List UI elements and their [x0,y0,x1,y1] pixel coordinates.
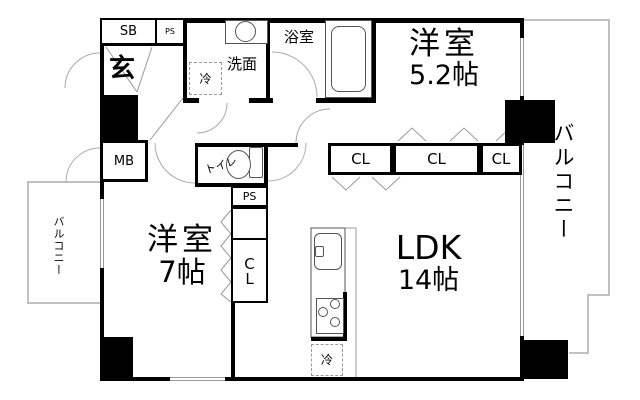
room-western-52: 洋室 5.2帖 [370,26,518,92]
fridge-washroom-label: 冷 [199,71,212,86]
room-ldk-name: LDK [395,228,462,267]
folding-door-marks-down [331,176,401,191]
stove-burner-icon [330,299,340,309]
wall-left-upper [100,18,104,148]
door-arc-toilet [154,142,196,184]
room-ldk: LDK 14帖 [356,230,501,295]
pipe-space-top-label: PS [165,26,175,36]
closet-1: CL [328,143,393,175]
wall-left-mid [100,182,104,199]
bathtub-icon [331,26,366,92]
wall-washroom-left [183,18,187,103]
washroom-label: 洗面 [226,55,257,73]
toilet-tank-icon [249,147,263,178]
wall-top [100,18,524,23]
wall-room7-right [231,303,235,379]
closet-3: CL [480,143,522,175]
closet-3-label: CL [491,149,511,168]
wall-bottom-left [100,377,170,381]
door-arc-ldk [267,142,307,182]
room-western-7-name: 洋室 [147,222,217,258]
wall-left-lower [100,268,104,381]
balcony-right-label: バルコニー [551,122,575,242]
room-ldk-size: 14帖 [397,264,460,296]
balcony-left-label: バルコニー [52,216,65,276]
wall-bathroom-bottom [316,98,376,103]
closet-vertical: CL [231,207,268,303]
door-arc-western-52 [295,108,331,144]
closet-vertical-label: CL [244,255,255,288]
washing-machine-icon [235,21,256,42]
room-western-7: 洋室 7帖 [112,222,252,290]
shoe-box-label: SB [119,24,138,39]
wall-bath-washroom [266,18,270,103]
window-right-ldk [520,145,524,336]
wall-bottom-right [225,377,524,381]
door-arc-meter-box [65,147,101,183]
fridge-space-washroom: 冷 [189,62,222,95]
window-bottom [170,377,225,381]
folding-door-marks-closet [220,209,232,303]
wall-toilet-bottom [195,183,268,187]
pipe-space-middle: PS [231,186,268,207]
closet-vertical-divider [233,209,266,240]
door-arc-entrance [64,52,101,89]
pillar-top-right [505,100,555,143]
window-left [100,199,104,268]
room-western-52-size: 5.2帖 [409,60,479,92]
pillar-bottom-right [520,340,568,379]
door-arc-bathroom [271,51,318,98]
stove-burner-icon [318,307,328,317]
kitchen-tap-icon [315,246,324,257]
pillar-entrance [100,95,138,140]
bathroom-label: 浴室 [283,28,314,46]
toilet-bowl-icon [226,150,251,179]
entrance-floor-marks [105,46,184,141]
door-arc-washroom [196,102,228,134]
wall-washroom-bottom-b [249,98,273,103]
pipe-space-middle-label: PS [242,190,257,203]
closet-2-label: CL [427,149,446,168]
wall-bathroom-right [372,18,376,103]
wall-middle-a [195,143,298,147]
balcony-left-outline [27,181,100,304]
pipe-space-top: PS [155,18,185,45]
meter-box-label: MB [113,153,135,169]
folding-door-marks-up [397,127,522,142]
shoe-box: SB [100,18,157,45]
wall-right-upper [520,18,524,38]
wall-washroom-bottom-a [183,98,199,103]
wall-kitchen-side [343,292,347,337]
meter-box: MB [100,140,148,182]
fridge-kitchen-label: 冷 [320,353,333,367]
entrance-label: 玄 [108,54,135,84]
room-western-7-size: 7帖 [158,255,206,290]
fridge-space-kitchen: 冷 [311,344,343,376]
pillar-bottom-left [100,337,133,379]
closet-1-label: CL [351,149,370,168]
window-right-top [520,38,524,96]
wall-toilet-left [195,143,198,187]
wall-toilet-right [264,143,268,209]
wall-kitchen-bottom [311,337,347,341]
stove-burner-icon [330,317,340,327]
balcony-right-outline [524,19,610,354]
room-western-52-name: 洋室 [409,26,479,62]
closet-2: CL [393,143,480,175]
